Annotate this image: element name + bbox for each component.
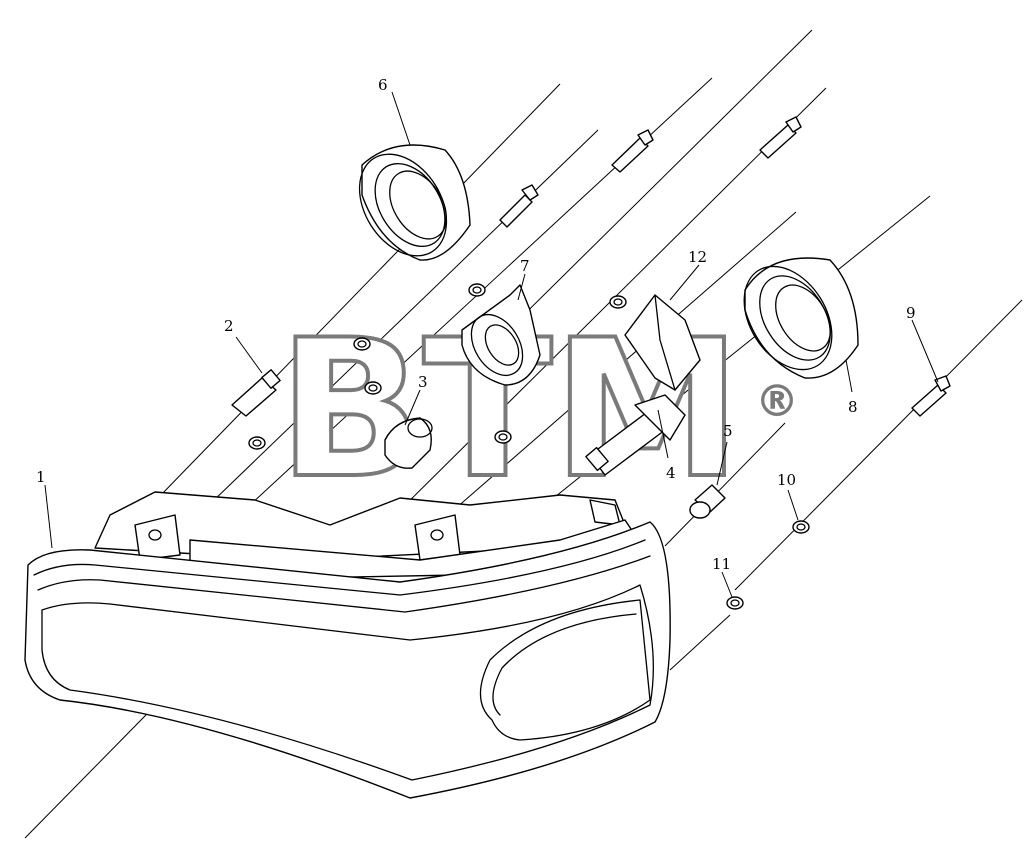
o-ring [353, 337, 371, 351]
callout-9: 9 [906, 304, 916, 322]
registered-mark: ® [755, 376, 799, 427]
screws [499, 116, 951, 417]
bulb-3 [384, 417, 433, 469]
o-ring-11 [726, 596, 744, 610]
callout-2: 2 [224, 317, 234, 335]
socket-cap-7 [461, 284, 541, 386]
headlamp-housing [24, 491, 671, 799]
screw [611, 137, 649, 173]
callout-3: 3 [418, 373, 428, 391]
callout-8: 8 [848, 398, 858, 416]
o-ring [609, 295, 627, 309]
leader-lines [44, 91, 939, 598]
screw [499, 194, 533, 228]
callout-6: 6 [378, 76, 388, 94]
o-ring [248, 436, 266, 450]
o-ring [364, 381, 382, 395]
o-ring-10 [792, 520, 810, 534]
screw-9 [911, 384, 947, 417]
connector-12 [624, 294, 701, 391]
callout-10: 10 [777, 471, 796, 489]
callout-1: 1 [36, 468, 46, 486]
callout-12: 12 [688, 248, 707, 266]
socket-2 [231, 369, 281, 417]
retaining-ring-6 [358, 144, 471, 261]
btm-watermark: BTM ® [276, 297, 799, 522]
o-ring [494, 430, 512, 444]
retaining-ring-8 [743, 257, 859, 379]
screw [759, 124, 797, 159]
callout-labels: 1 2 3 4 5 6 7 8 9 10 11 12 [36, 76, 916, 573]
o-rings [248, 283, 810, 610]
callout-7: 7 [520, 257, 530, 275]
callout-5: 5 [723, 422, 733, 440]
o-ring [468, 283, 486, 297]
wedge-bulb-5 [689, 484, 726, 519]
callout-4: 4 [666, 464, 676, 482]
callout-11: 11 [712, 555, 731, 573]
